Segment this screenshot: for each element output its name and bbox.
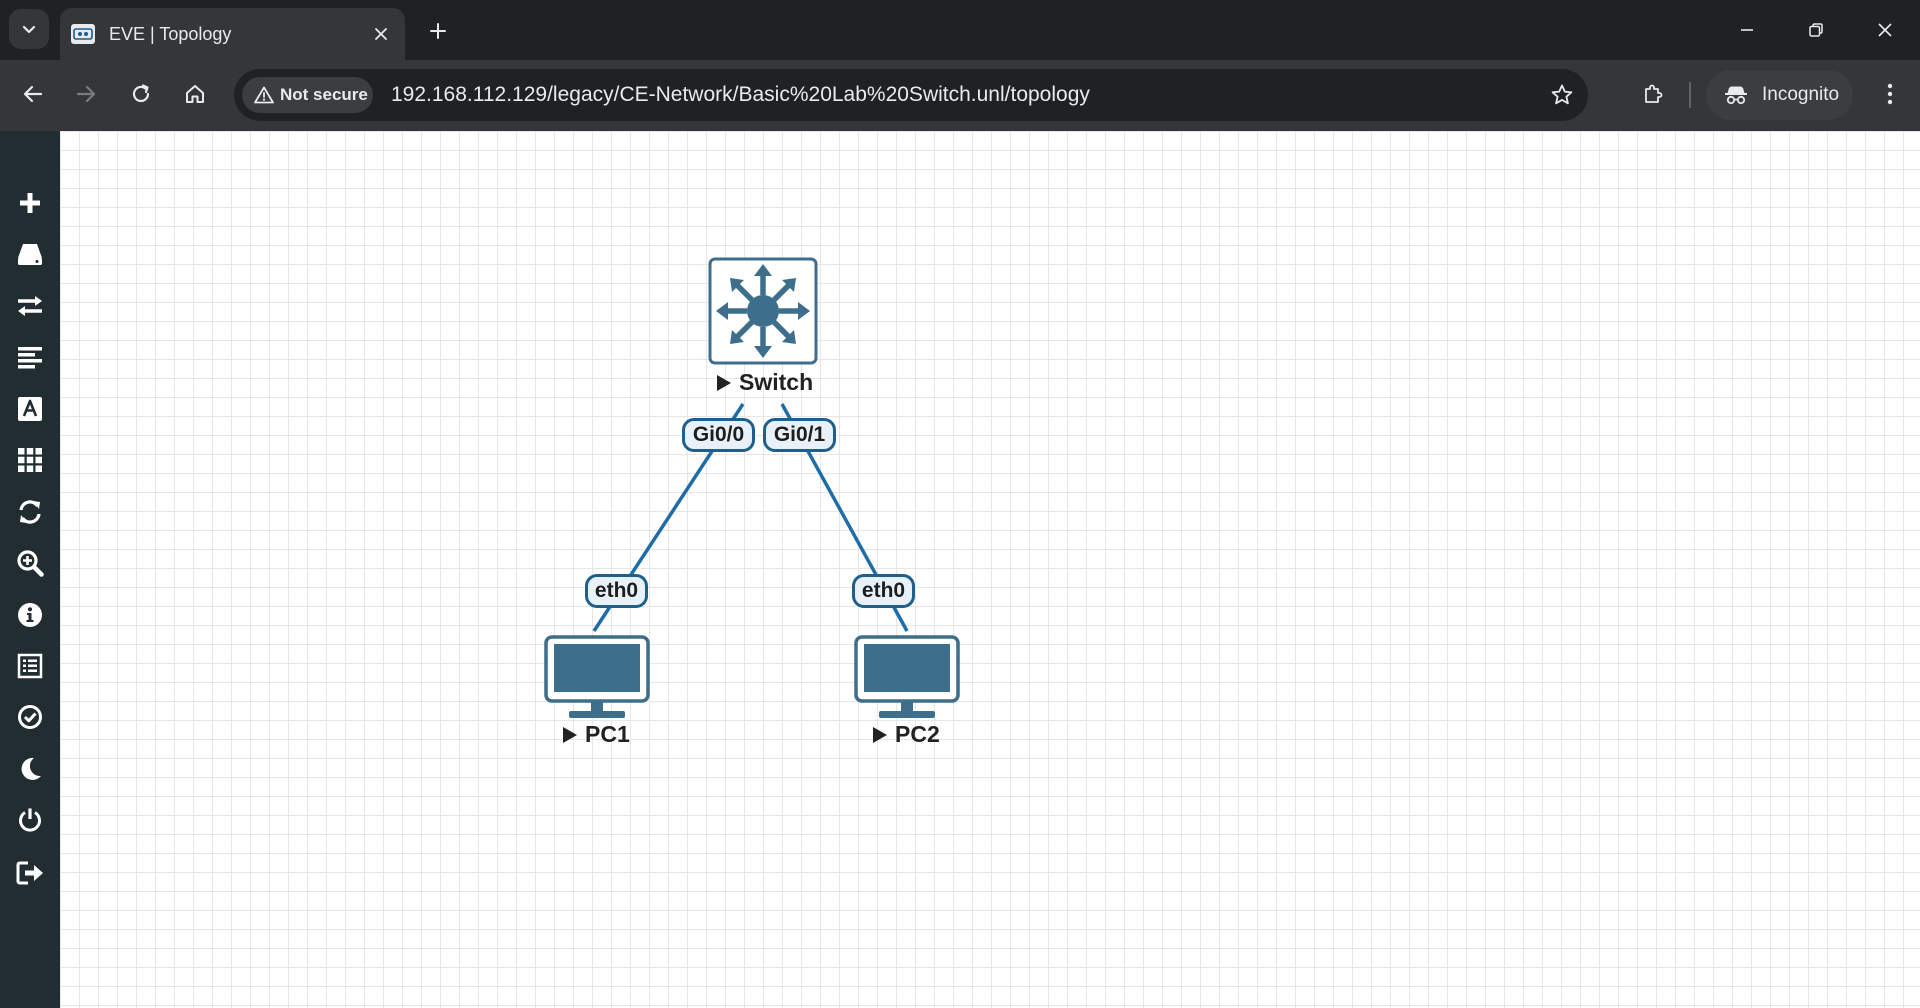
- address-bar[interactable]: Not secure 192.168.112.129/legacy/CE-Net…: [234, 69, 1588, 121]
- node-label-text: PC1: [585, 721, 630, 747]
- security-indicator[interactable]: Not secure: [242, 77, 373, 113]
- port-label-switch-gi01[interactable]: Gi0/1: [763, 418, 836, 452]
- plus-icon: [430, 23, 446, 39]
- browser-menu-button[interactable]: [1870, 74, 1910, 114]
- sidebar-item-zoom[interactable]: [0, 541, 60, 585]
- eve-sidebar: [0, 131, 60, 1008]
- hdd-icon: [18, 244, 42, 265]
- tab-search-button[interactable]: [9, 9, 49, 49]
- power-icon: [19, 808, 41, 832]
- sidebar-item-add-object[interactable]: [0, 181, 60, 225]
- home-icon: [186, 85, 204, 103]
- info-icon: [18, 603, 42, 627]
- node-pc1-label[interactable]: PC1: [562, 721, 630, 748]
- browser-tab-active[interactable]: EVE | Topology: [60, 8, 405, 60]
- star-icon: [1551, 84, 1573, 105]
- incognito-icon: [1724, 85, 1748, 105]
- exchange-icon: [18, 296, 42, 316]
- sidebar-item-logout[interactable]: [0, 851, 60, 895]
- extensions-button[interactable]: [1633, 74, 1673, 114]
- node-pc2-label[interactable]: PC2: [872, 721, 940, 748]
- arrow-left-icon: [23, 85, 43, 103]
- new-tab-button[interactable]: [420, 13, 456, 49]
- arrow-right-icon: [76, 85, 96, 103]
- home-button[interactable]: [175, 74, 215, 114]
- refresh-icon: [19, 500, 41, 524]
- monitor-icon: [544, 635, 650, 718]
- url-text[interactable]: 192.168.112.129/legacy/CE-Network/Basic%…: [391, 83, 1090, 106]
- restore-icon: [1809, 23, 1823, 37]
- node-label-text: PC2: [895, 721, 940, 747]
- port-label-pc2-eth0[interactable]: eth0: [852, 574, 915, 608]
- warning-icon: [254, 86, 274, 104]
- back-button[interactable]: [13, 74, 53, 114]
- bookmark-button[interactable]: [1546, 79, 1578, 111]
- switch-icon: [708, 257, 818, 365]
- link-layer: [592, 403, 909, 632]
- sidebar-item-startup-configs[interactable]: [0, 335, 60, 379]
- play-icon: [717, 374, 731, 391]
- node-pc1[interactable]: [544, 635, 650, 726]
- list-icon: [17, 653, 43, 679]
- moon-icon: [21, 757, 41, 780]
- sidebar-item-nodes[interactable]: [0, 232, 60, 276]
- port-label-pc1-eth0[interactable]: eth0: [585, 574, 648, 608]
- node-switch-label[interactable]: Switch: [716, 369, 813, 396]
- browser-toolbar: Not secure 192.168.112.129/legacy/CE-Net…: [0, 60, 1920, 131]
- node-label-text: Switch: [739, 369, 814, 395]
- node-switch[interactable]: [708, 257, 818, 370]
- play-icon: [873, 726, 887, 743]
- reload-icon: [132, 84, 150, 103]
- grid-icon: [18, 448, 42, 472]
- window-close-button[interactable]: [1862, 10, 1908, 50]
- incognito-profile-button[interactable]: Incognito: [1706, 70, 1853, 120]
- align-left-icon: [18, 347, 42, 369]
- monitor-icon: [854, 635, 960, 718]
- sidebar-item-pictures[interactable]: [0, 438, 60, 482]
- puzzle-icon: [1645, 84, 1663, 103]
- close-icon: [1878, 23, 1892, 37]
- play-icon: [563, 726, 577, 743]
- eve-logo-icon: [71, 24, 95, 44]
- sidebar-item-lab-details[interactable]: [0, 644, 60, 688]
- sign-out-icon: [16, 861, 43, 885]
- zoom-icon: [17, 550, 44, 577]
- node-pc2[interactable]: [854, 635, 960, 726]
- chevron-down-icon: [22, 25, 36, 34]
- minimize-icon: [1741, 29, 1753, 31]
- toolbar-divider: [1689, 82, 1691, 108]
- reload-button[interactable]: [121, 74, 161, 114]
- sidebar-item-refresh[interactable]: [0, 490, 60, 534]
- font-icon: [18, 397, 42, 421]
- tab-close-button[interactable]: [365, 18, 397, 50]
- incognito-label: Incognito: [1762, 84, 1840, 105]
- sidebar-item-text-objects[interactable]: [0, 387, 60, 431]
- sidebar-item-status[interactable]: [0, 593, 60, 637]
- tab-title: EVE | Topology: [109, 23, 232, 44]
- security-label: Not secure: [280, 85, 368, 104]
- port-label-switch-gi00[interactable]: Gi0/0: [682, 418, 755, 452]
- sidebar-item-dark-mode[interactable]: [0, 747, 60, 791]
- sidebar-item-networks[interactable]: [0, 284, 60, 328]
- forward-button[interactable]: [66, 74, 106, 114]
- sidebar-item-lock-lab[interactable]: [0, 695, 60, 739]
- plus-icon: [20, 193, 40, 213]
- sidebar-item-close-lab[interactable]: [0, 798, 60, 842]
- more-vertical-icon: [1887, 83, 1893, 105]
- window-minimize-button[interactable]: [1724, 10, 1770, 50]
- window-restore-button[interactable]: [1793, 10, 1839, 50]
- topology-canvas[interactable]: Switch Gi0/0 Gi0/1 eth0 eth0 PC1 PC2: [60, 131, 1920, 1008]
- check-circle-icon: [18, 705, 42, 729]
- browser-tab-bar: EVE | Topology: [0, 0, 1920, 60]
- close-icon: [375, 28, 387, 40]
